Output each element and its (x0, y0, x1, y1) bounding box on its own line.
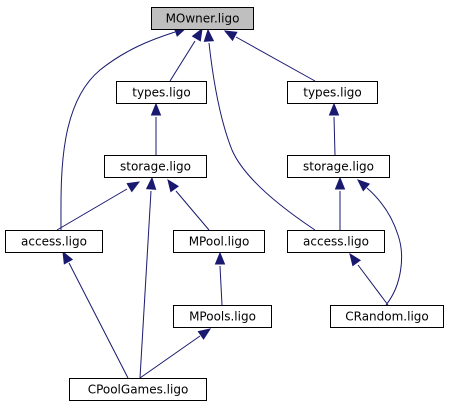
node-box (173, 230, 265, 253)
edge-line (208, 42, 316, 231)
node-cpoolgames[interactable]: CPoolGames.ligo (69, 378, 207, 401)
node-label: storage.ligo (120, 160, 191, 174)
node-box (5, 230, 103, 253)
arrowhead-icon (223, 30, 238, 42)
node-label: MOwner.ligo (166, 12, 240, 26)
edge-line (175, 190, 210, 231)
node-storage-r[interactable]: storage.ligo (287, 155, 390, 178)
edge-crandom-to-access_r (349, 252, 389, 306)
edge-line (56, 188, 128, 231)
arrowhead-icon (145, 176, 157, 190)
edge-line (219, 265, 223, 306)
arrowhead-icon (357, 179, 371, 192)
edge-types_r-to-mowner (223, 30, 316, 82)
arrowhead-icon (191, 27, 203, 42)
node-box (173, 305, 272, 328)
arrowhead-icon (214, 251, 226, 265)
arrowhead-icon (197, 328, 212, 340)
arrowhead-icon (150, 102, 162, 116)
edge-types_l-to-mowner (169, 27, 203, 82)
node-mowner[interactable]: MOwner.ligo (151, 7, 254, 30)
node-label: types.ligo (303, 86, 362, 100)
edge-storage_r-to-types_r (328, 102, 340, 156)
edge-access_r-to-storage_r (334, 176, 346, 230)
nodes-layer: MOwner.ligo types.ligo types.ligo storage.l… (5, 7, 444, 401)
node-label: storage.ligo (303, 160, 374, 174)
arrowhead-icon (334, 176, 346, 190)
edges-layer (56, 27, 403, 379)
node-label: CPoolGames.ligo (88, 383, 189, 397)
node-box (104, 155, 207, 178)
arrowhead-icon (62, 250, 74, 265)
edge-access_l-to-mowner (60, 27, 188, 231)
node-label: MPool.ligo (189, 235, 250, 249)
edge-line (139, 190, 152, 379)
arrowhead-icon (328, 102, 340, 116)
edge-line (235, 36, 316, 82)
node-access-r[interactable]: access.ligo (287, 230, 385, 253)
edge-line (333, 116, 336, 156)
node-box (330, 305, 444, 328)
edge-cpoolgames-to-mpools (139, 328, 212, 379)
edge-mpool-to-storage_l (167, 178, 210, 231)
node-crandom[interactable]: CRandom.ligo (330, 305, 444, 328)
node-access-l[interactable]: access.ligo (5, 230, 103, 253)
edge-line (366, 187, 403, 306)
edge-line (60, 31, 176, 231)
node-box (287, 155, 390, 178)
arrowhead-icon (349, 252, 362, 267)
node-box (287, 230, 385, 253)
arrowhead-icon (167, 178, 180, 193)
node-storage-l[interactable]: storage.ligo (104, 155, 207, 178)
node-label: access.ligo (21, 235, 87, 249)
edge-cpoolgames-to-storage_l (139, 176, 157, 379)
node-box (69, 378, 207, 401)
edge-line (357, 264, 389, 306)
arrowhead-icon (203, 28, 215, 42)
node-box (116, 81, 207, 104)
node-mpool[interactable]: MPool.ligo (173, 230, 265, 253)
edge-mpools-to-mpool (214, 251, 226, 306)
edge-storage_l-to-types_l (150, 102, 162, 155)
node-types-r[interactable]: types.ligo (287, 81, 378, 104)
node-box (151, 7, 254, 30)
node-label: types.ligo (132, 86, 191, 100)
edge-access_l-to-storage_l (56, 181, 141, 231)
edge-line (139, 335, 201, 379)
edge-crandom-to-storage_r (357, 179, 403, 306)
node-mpools[interactable]: MPools.ligo (173, 305, 272, 328)
node-label: CRandom.ligo (345, 310, 429, 324)
edge-cpoolgames-to-access_l (62, 250, 129, 379)
node-label: access.ligo (303, 235, 369, 249)
edge-line (169, 40, 196, 82)
node-box (287, 81, 378, 104)
node-types-l[interactable]: types.ligo (116, 81, 207, 104)
arrowhead-icon (126, 181, 141, 193)
edge-access_r-to-mowner (203, 28, 316, 231)
node-label: MPools.ligo (189, 310, 256, 324)
edge-line (68, 262, 129, 379)
